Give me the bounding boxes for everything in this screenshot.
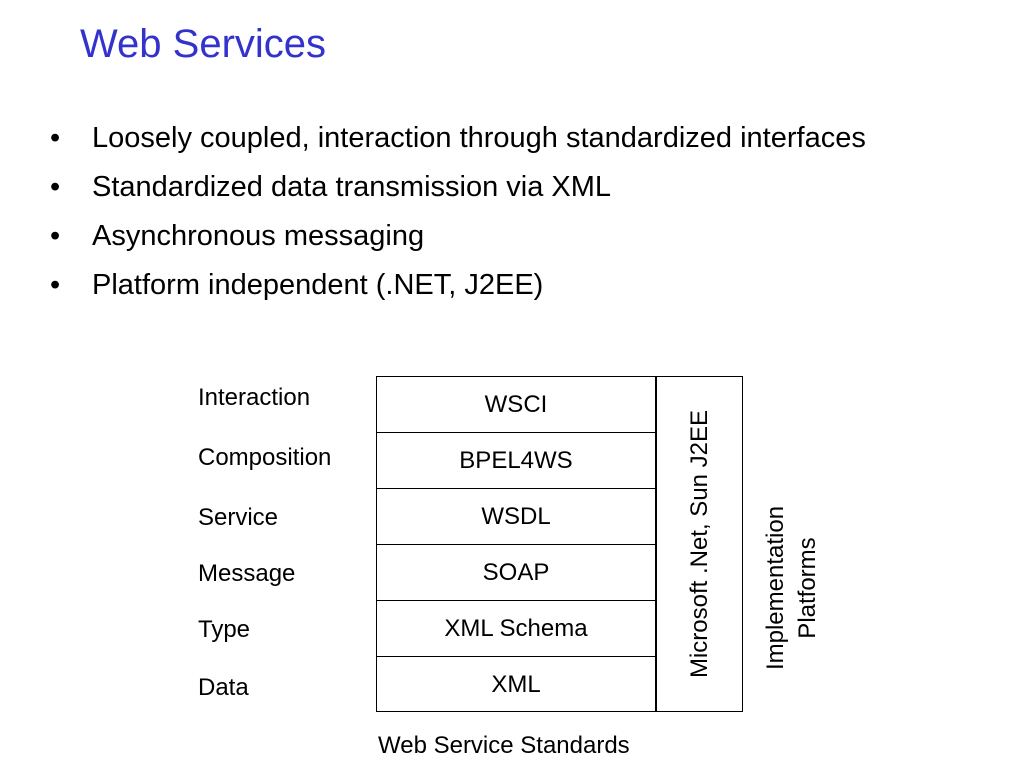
standard-cell-xml-schema: XML Schema: [377, 601, 655, 657]
bullet-item: • Asynchronous messaging: [50, 216, 950, 257]
standard-cell-soap: SOAP: [377, 545, 655, 601]
bullet-text: Platform independent (.NET, J2EE): [92, 269, 544, 301]
standard-cell-xml: XML: [491, 671, 541, 698]
standard-cell-wsdl: WSDL: [377, 489, 655, 545]
diagram-caption: Web Service Standards: [378, 732, 630, 759]
standard-cell-bpel4ws: BPEL4WS: [377, 433, 655, 489]
layer-label-composition: Composition: [198, 444, 332, 471]
bullet-point-icon: •: [50, 269, 61, 301]
layer-label-message: Message: [198, 560, 296, 587]
layer-label-data: Data: [198, 674, 249, 701]
bullet-item: • Loosely coupled, interaction through s…: [50, 118, 950, 159]
platforms-box: Microsoft .Net, Sun J2EE: [656, 376, 743, 712]
bullet-list: • Loosely coupled, interaction through s…: [50, 118, 950, 314]
bullet-point-icon: •: [50, 220, 61, 252]
bullet-text: Loosely coupled, interaction through sta…: [92, 122, 866, 154]
bullet-item: • Standardized data transmission via XML: [50, 167, 950, 208]
bullet-point-icon: •: [50, 122, 61, 154]
slide-title: Web Services: [80, 22, 327, 66]
platforms-text: Microsoft .Net, Sun J2EE: [685, 409, 713, 679]
standards-stack: WSCI BPEL4WS WSDL SOAP XML Schema XML: [376, 376, 656, 712]
layer-label-type: Type: [198, 616, 251, 643]
layer-label-interaction: Interaction: [198, 384, 311, 411]
bullet-text: Standardized data transmission via XML: [92, 171, 612, 203]
bullet-point-icon: •: [50, 171, 61, 203]
implementation-platforms-label: Implementation Platforms: [760, 506, 824, 670]
bullet-text: Asynchronous messaging: [92, 220, 425, 252]
standard-cell-wsci: WSCI: [377, 377, 655, 433]
bullet-item: • Platform independent (.NET, J2EE): [50, 265, 950, 306]
implementation-label-line: Implementation: [762, 505, 789, 671]
layer-label-service: Service: [198, 504, 279, 531]
implementation-label-line: Platforms: [794, 537, 821, 639]
